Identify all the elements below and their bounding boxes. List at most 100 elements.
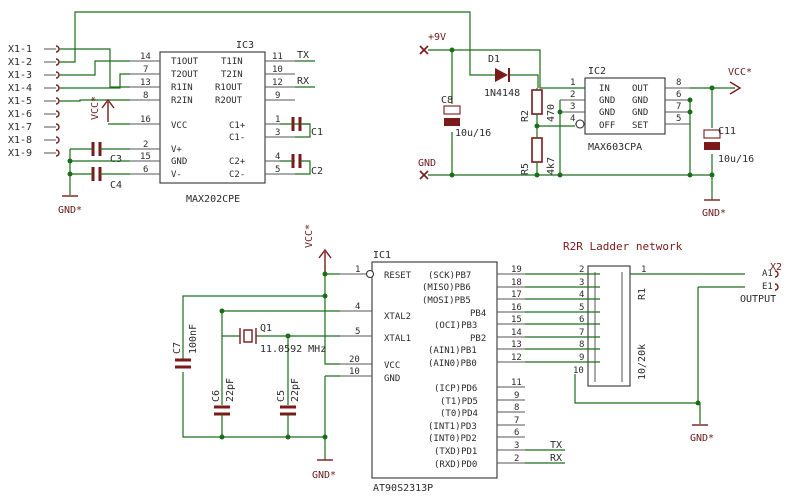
svg-text:14: 14 bbox=[511, 328, 522, 338]
svg-text:X1-4: X1-4 bbox=[8, 83, 32, 94]
svg-text:X1-1: X1-1 bbox=[8, 44, 32, 55]
svg-text:8: 8 bbox=[143, 91, 148, 101]
svg-text:6: 6 bbox=[514, 428, 519, 438]
svg-text:(INT0)PD2: (INT0)PD2 bbox=[428, 434, 477, 444]
svg-text:C7: C7 bbox=[172, 342, 183, 354]
svg-text:X2: X2 bbox=[770, 262, 782, 273]
svg-text:7: 7 bbox=[514, 416, 519, 426]
svg-text:C11: C11 bbox=[718, 126, 736, 137]
svg-text:2: 2 bbox=[570, 90, 575, 100]
ic3-max202: IC3 MAX202CPE T1OUT T2OUT R1IN R2IN VCC … bbox=[130, 40, 295, 205]
svg-text:10u/16: 10u/16 bbox=[455, 128, 491, 139]
capacitor-c6: C6 22pF bbox=[211, 378, 236, 437]
connector-x2: X2 A1 E1 OUTPUT bbox=[740, 262, 782, 305]
svg-text:PB4: PB4 bbox=[470, 309, 486, 319]
svg-text:8: 8 bbox=[514, 403, 519, 413]
ic2-max603: IC2 MAX603CPA IN GND GND OFF OUT GND GND… bbox=[560, 66, 690, 153]
svg-text:22pF: 22pF bbox=[225, 378, 236, 402]
svg-text:X1-5: X1-5 bbox=[8, 96, 32, 107]
svg-text:IC2: IC2 bbox=[588, 66, 606, 77]
vcc-regulator-out: VCC* bbox=[728, 67, 752, 95]
svg-text:3: 3 bbox=[570, 102, 575, 112]
ic3-ref: IC3 bbox=[236, 40, 254, 51]
svg-text:5: 5 bbox=[676, 114, 681, 124]
svg-text:T1OUT: T1OUT bbox=[171, 57, 199, 67]
svg-text:(INT1)PD3: (INT1)PD3 bbox=[428, 422, 477, 432]
svg-text:X1-8: X1-8 bbox=[8, 135, 32, 146]
svg-text:RESET: RESET bbox=[384, 271, 412, 281]
svg-text:X1-2: X1-2 bbox=[8, 57, 32, 68]
svg-text:20: 20 bbox=[349, 355, 360, 365]
svg-text:470: 470 bbox=[546, 104, 557, 122]
svg-text:10: 10 bbox=[349, 367, 360, 377]
svg-text:10u/16: 10u/16 bbox=[718, 154, 754, 165]
svg-text:C5: C5 bbox=[276, 390, 287, 402]
vcc-ic3: VCC* bbox=[90, 96, 130, 125]
svg-text:SET: SET bbox=[632, 121, 649, 131]
svg-text:(MOSI)PB5: (MOSI)PB5 bbox=[422, 296, 471, 306]
svg-text:19: 19 bbox=[511, 265, 522, 275]
vcc-ic1: VCC* bbox=[304, 224, 332, 274]
svg-text:X1-9: X1-9 bbox=[8, 148, 32, 159]
svg-text:GND*: GND* bbox=[312, 470, 336, 481]
svg-text:17: 17 bbox=[511, 290, 522, 300]
ladder-title: R2R Ladder network bbox=[563, 240, 683, 253]
svg-text:2: 2 bbox=[579, 265, 584, 275]
capacitor-c5: C5 22pF bbox=[276, 378, 301, 437]
svg-text:2: 2 bbox=[514, 454, 519, 464]
svg-text:22pF: 22pF bbox=[290, 378, 301, 402]
svg-text:C2: C2 bbox=[311, 166, 323, 177]
svg-text:18: 18 bbox=[511, 278, 522, 288]
svg-text:R1: R1 bbox=[637, 288, 648, 300]
svg-text:(AIN1)PB1: (AIN1)PB1 bbox=[428, 346, 477, 356]
svg-text:100nF: 100nF bbox=[188, 324, 199, 354]
svg-text:16: 16 bbox=[511, 303, 522, 313]
svg-text:(AIN0)PB0: (AIN0)PB0 bbox=[428, 359, 477, 369]
svg-text:11.0592 MHz: 11.0592 MHz bbox=[260, 344, 326, 355]
svg-text:OUT: OUT bbox=[632, 84, 649, 94]
svg-text:12: 12 bbox=[272, 78, 283, 88]
resistor-r5: R5 4k7 bbox=[520, 137, 557, 175]
svg-text:IN: IN bbox=[599, 84, 610, 94]
gnd-ic1: GND* bbox=[312, 459, 336, 481]
svg-text:C4: C4 bbox=[110, 180, 122, 191]
svg-text:9: 9 bbox=[275, 91, 280, 101]
svg-text:(SCK)PB7: (SCK)PB7 bbox=[428, 271, 471, 281]
connector-x1: X1-1 X1-2 X1-3 X1-4 X1-5 X1-6 X1-7 X1-8 … bbox=[8, 44, 60, 159]
svg-text:C6: C6 bbox=[211, 390, 222, 402]
svg-text:13: 13 bbox=[511, 340, 522, 350]
svg-text:4: 4 bbox=[570, 114, 575, 124]
diode-d1: D1 1N4148 bbox=[480, 54, 539, 99]
capacitor-c3: C3 bbox=[70, 142, 130, 165]
svg-text:11: 11 bbox=[272, 52, 283, 62]
svg-text:C2+: C2+ bbox=[229, 157, 246, 167]
svg-text:C2-: C2- bbox=[229, 170, 245, 180]
svg-text:10: 10 bbox=[573, 366, 584, 376]
svg-text:+9V: +9V bbox=[428, 32, 446, 43]
ic3-tx-net: TX bbox=[297, 50, 309, 61]
svg-text:GND*: GND* bbox=[58, 205, 82, 216]
svg-text:R1IN: R1IN bbox=[171, 83, 193, 93]
gnd-ladder: GND* bbox=[690, 424, 714, 444]
capacitor-c8: C8 10u/16 bbox=[441, 95, 491, 139]
svg-text:7: 7 bbox=[143, 65, 148, 75]
svg-text:R2: R2 bbox=[520, 110, 531, 122]
svg-text:(T1)PD5: (T1)PD5 bbox=[440, 397, 478, 407]
svg-text:3: 3 bbox=[579, 278, 584, 288]
svg-text:C1+: C1+ bbox=[229, 121, 246, 131]
svg-text:(T0)PD4: (T0)PD4 bbox=[440, 409, 478, 419]
svg-text:T2OUT: T2OUT bbox=[171, 70, 199, 80]
svg-text:1: 1 bbox=[570, 78, 575, 88]
svg-text:4k7: 4k7 bbox=[546, 157, 557, 175]
svg-text:R2IN: R2IN bbox=[171, 96, 193, 106]
svg-text:E1: E1 bbox=[762, 282, 773, 292]
svg-text:D1: D1 bbox=[488, 54, 500, 65]
svg-text:GND: GND bbox=[418, 158, 436, 169]
svg-text:X1-7: X1-7 bbox=[8, 122, 32, 133]
svg-text:OFF: OFF bbox=[599, 121, 615, 131]
svg-text:1: 1 bbox=[641, 265, 646, 275]
svg-text:3: 3 bbox=[514, 441, 519, 451]
svg-text:C3: C3 bbox=[110, 154, 122, 165]
svg-text:(MISO)PB6: (MISO)PB6 bbox=[422, 283, 471, 293]
svg-text:IC1: IC1 bbox=[373, 250, 391, 261]
